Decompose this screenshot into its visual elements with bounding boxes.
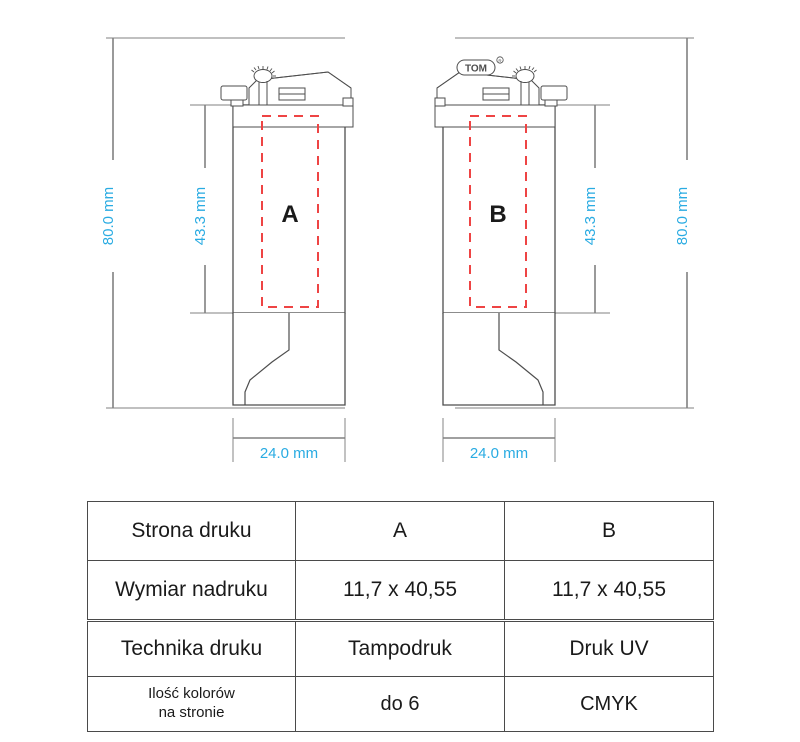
dimension-width-a: 24.0 mm bbox=[260, 445, 318, 462]
dimension-height-a: 80.0 mm bbox=[100, 187, 117, 245]
print-area-a bbox=[261, 115, 319, 308]
lighter-view-a: A 24.0 mm 80.0 mm 43.3 mm bbox=[100, 37, 354, 462]
spec-table-top: Strona druku A B Wymiar nadruku 11,7 x 4… bbox=[87, 501, 714, 620]
table-row: Ilość kolorów na stronie do 6 CMYK bbox=[87, 676, 714, 732]
print-area-label-a: A bbox=[281, 201, 298, 228]
technical-drawing: A 24.0 mm 80.0 mm 43.3 mm bbox=[100, 37, 694, 462]
table-row: Strona druku A B bbox=[87, 501, 714, 561]
print-area-b bbox=[469, 115, 527, 308]
dimension-width-b: 24.0 mm bbox=[470, 445, 528, 462]
table-row: Wymiar nadruku 11,7 x 40,55 11,7 x 40,55 bbox=[87, 560, 714, 620]
lighter-view-b: TOM R B 24.0 mm 80.0 mm 43.3 mm bbox=[434, 37, 694, 462]
brand-mark-tom: TOM R bbox=[456, 56, 504, 76]
table-row: Technika druku Tampodruk Druk UV bbox=[87, 621, 714, 677]
cell-ilosc-kolorow-label: Ilość kolorów na stronie bbox=[87, 676, 296, 732]
print-area-label-b: B bbox=[489, 201, 506, 228]
cell-strona-druku-a: A bbox=[295, 501, 505, 561]
dimension-height-b: 80.0 mm bbox=[674, 187, 691, 245]
cell-ilosc-kolorow-b: CMYK bbox=[504, 676, 714, 732]
cell-ilosc-kolorow-a: do 6 bbox=[295, 676, 505, 732]
cell-wymiar-nadruku-b: 11,7 x 40,55 bbox=[504, 560, 714, 620]
cell-technika-druku-b: Druk UV bbox=[504, 621, 714, 677]
cell-wymiar-nadruku-label: Wymiar nadruku bbox=[87, 560, 296, 620]
dimension-print-height-b: 43.3 mm bbox=[582, 187, 599, 245]
svg-text:R: R bbox=[498, 58, 502, 63]
dimension-print-height-a: 43.3 mm bbox=[192, 187, 209, 245]
cell-technika-druku-label: Technika druku bbox=[87, 621, 296, 677]
cell-technika-druku-a: Tampodruk bbox=[295, 621, 505, 677]
cell-strona-druku-label: Strona druku bbox=[87, 501, 296, 561]
cell-wymiar-nadruku-a: 11,7 x 40,55 bbox=[295, 560, 505, 620]
brand-mark-label: TOM bbox=[465, 64, 487, 75]
spec-table-bottom: Technika druku Tampodruk Druk UV Ilość k… bbox=[87, 621, 714, 732]
cell-strona-druku-b: B bbox=[504, 501, 714, 561]
